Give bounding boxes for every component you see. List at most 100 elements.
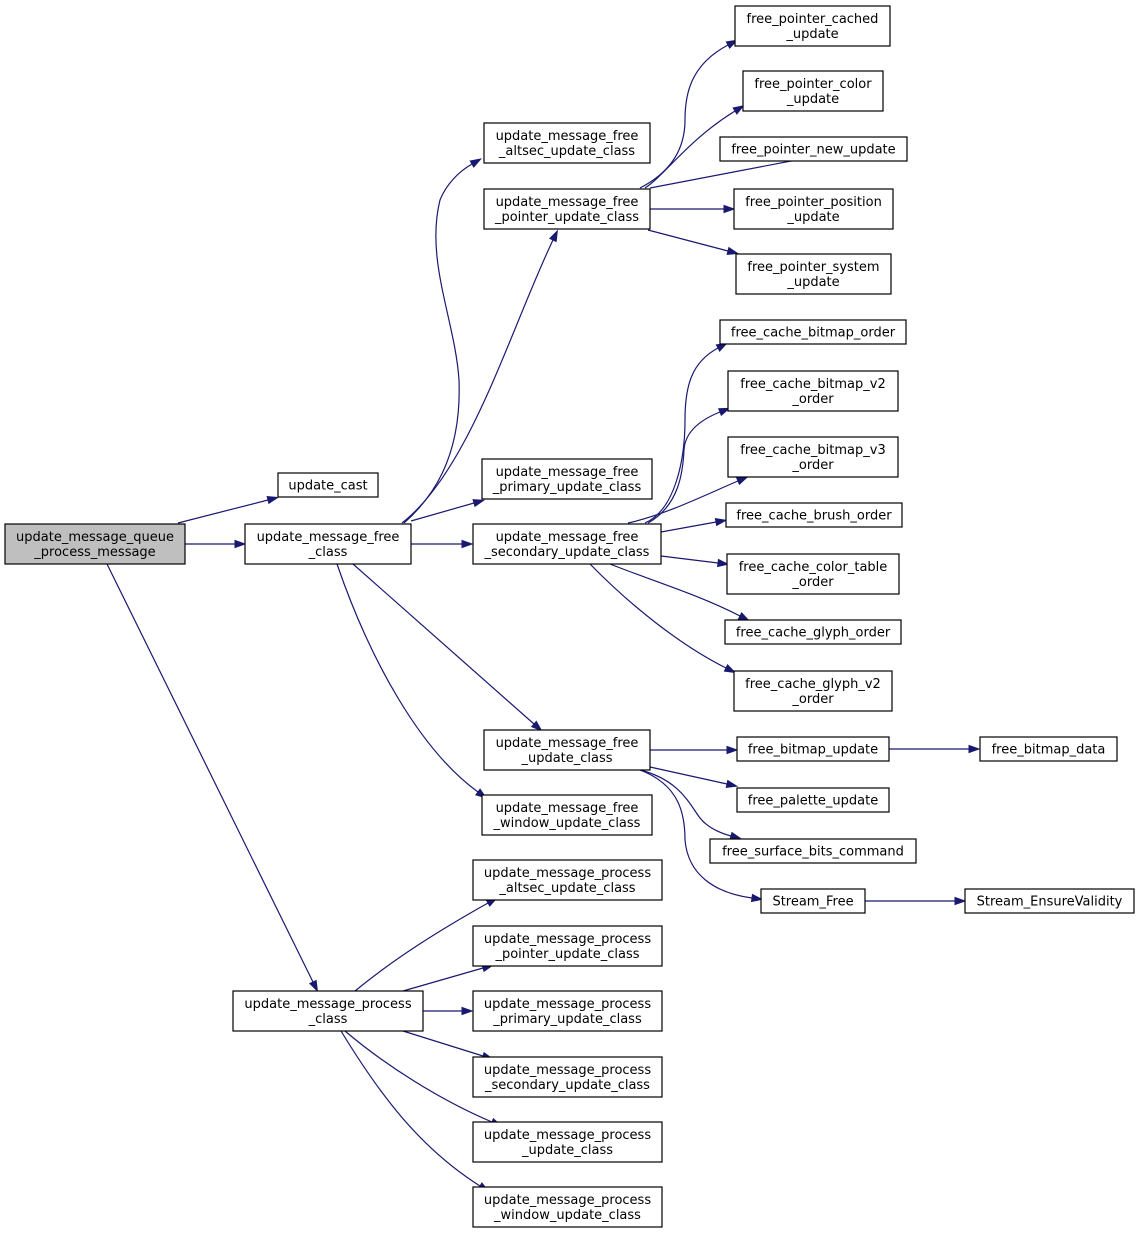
edge-line xyxy=(401,239,554,524)
edge-arrowhead xyxy=(461,1006,474,1016)
edge-arrowhead xyxy=(729,831,743,840)
edge-free_pointer-to-fp_system xyxy=(647,229,740,255)
edge-line xyxy=(403,163,473,524)
edge-arrowhead xyxy=(309,979,319,993)
node-stream-ensure[interactable]: Stream_EnsureValidity xyxy=(964,888,1135,914)
edge-free_class-to-free_pointer xyxy=(401,229,558,524)
node-label-line: _update_class xyxy=(521,1143,613,1158)
edge-arrowhead xyxy=(726,246,740,255)
node-proc-pointer[interactable]: update_message_process_pointer_update_cl… xyxy=(472,925,663,967)
node-free-bitmap-update[interactable]: free_bitmap_update xyxy=(736,736,890,762)
edge-process_class-to-proc_secondary xyxy=(402,1030,494,1060)
edge-line xyxy=(609,563,741,617)
node-root[interactable]: update_message_queue_process_message xyxy=(4,523,186,565)
edge-free_secondary-to-fc_color_table xyxy=(660,555,730,568)
node-box xyxy=(483,188,651,230)
node-free-primary[interactable]: update_message_free_primary_update_class xyxy=(481,458,653,500)
node-label-line: update_message_process xyxy=(484,1063,651,1078)
edge-arrowhead xyxy=(725,39,739,49)
node-box xyxy=(481,794,653,836)
node-label-line: update_message_process xyxy=(484,866,651,881)
node-fp-system[interactable]: free_pointer_system_update xyxy=(735,253,892,295)
node-fc-bitmap-v2[interactable]: free_cache_bitmap_v2_order xyxy=(727,370,899,412)
node-label-line: free_pointer_color xyxy=(754,77,872,92)
node-box xyxy=(724,619,902,645)
edge-root-to-free_class xyxy=(185,539,247,549)
node-box xyxy=(472,523,662,565)
edge-free_class-to-free_primary xyxy=(410,499,486,522)
edge-line xyxy=(644,347,719,524)
node-label-line: update_message_free xyxy=(496,801,639,816)
node-free-pointer[interactable]: update_message_free_pointer_update_class xyxy=(483,188,651,230)
edge-free_class-to-free_update xyxy=(352,563,543,732)
edge-free_pointer-to-fp_position xyxy=(650,204,736,214)
node-fp-color[interactable]: free_pointer_color_update xyxy=(742,70,884,112)
node-label-line: update_message_process xyxy=(244,997,411,1012)
node-stream-free[interactable]: Stream_Free xyxy=(760,888,866,914)
edge-free_class-to-free_window xyxy=(336,563,488,799)
node-fp-position[interactable]: free_pointer_position_update xyxy=(733,188,894,230)
node-fc-glyph[interactable]: free_cache_glyph_order xyxy=(724,619,902,645)
edge-arrowhead xyxy=(723,664,737,674)
node-proc-window[interactable]: update_message_process_window_update_cla… xyxy=(472,1186,663,1228)
edge-line xyxy=(402,967,484,992)
node-box xyxy=(472,1186,663,1228)
node-label-line: update_message_free xyxy=(496,129,639,144)
node-label-line: free_pointer_position xyxy=(745,195,882,210)
node-free-surface-bits[interactable]: free_surface_bits_command xyxy=(709,838,917,864)
edges-layer xyxy=(106,39,981,1193)
edge-root-to-update_cast xyxy=(177,496,280,524)
node-label-line: update_message_process xyxy=(484,1128,651,1143)
node-label-line: Stream_EnsureValidity xyxy=(977,895,1123,910)
node-label-line: free_cache_bitmap_v2 xyxy=(740,377,885,392)
node-label-line: update_message_free xyxy=(496,736,639,751)
node-label-line: _pointer_update_class xyxy=(494,947,639,962)
node-fc-color-table[interactable]: free_cache_color_table_order xyxy=(726,553,900,595)
node-free-palette-update[interactable]: free_palette_update xyxy=(736,787,890,813)
node-fc-bitmap[interactable]: free_cache_bitmap_order xyxy=(719,319,907,345)
node-label-line: free_bitmap_data xyxy=(992,743,1106,758)
edge-process_class-to-proc_primary xyxy=(423,1006,474,1016)
node-box xyxy=(472,990,663,1032)
node-free-bitmap-data[interactable]: free_bitmap_data xyxy=(979,736,1118,762)
edge-arrowhead xyxy=(234,539,247,549)
node-label-line: _pointer_update_class xyxy=(494,210,639,225)
node-box xyxy=(719,136,908,162)
edge-line xyxy=(627,480,739,524)
node-fp-new[interactable]: free_pointer_new_update xyxy=(719,136,908,162)
node-proc-secondary[interactable]: update_message_process_secondary_update_… xyxy=(472,1056,663,1098)
node-free-secondary[interactable]: update_message_free_secondary_update_cla… xyxy=(472,523,662,565)
node-fc-brush[interactable]: free_cache_brush_order xyxy=(725,502,903,528)
node-box xyxy=(733,188,894,230)
node-process-class[interactable]: update_message_process_class xyxy=(232,990,424,1032)
edge-line xyxy=(639,44,729,189)
node-free-window[interactable]: update_message_free_window_update_class xyxy=(481,794,653,836)
edge-line xyxy=(106,563,314,983)
edge-line xyxy=(340,1030,481,1187)
node-free-class[interactable]: update_message_free_class xyxy=(244,523,412,565)
edge-root-to-process_class xyxy=(106,563,319,993)
edge-free_pointer-to-fp_color xyxy=(644,104,745,189)
node-proc-primary[interactable]: update_message_process_primary_update_cl… xyxy=(472,990,663,1032)
edge-line xyxy=(177,499,269,524)
node-update-cast[interactable]: update_cast xyxy=(277,472,379,498)
node-proc-update[interactable]: update_message_process_update_class xyxy=(472,1121,663,1163)
node-label-line: _primary_update_class xyxy=(492,480,642,495)
node-box xyxy=(735,253,892,295)
node-fc-bitmap-v3[interactable]: free_cache_bitmap_v3_order xyxy=(727,436,899,478)
node-fc-glyph-v2[interactable]: free_cache_glyph_v2_order xyxy=(733,670,893,712)
edge-arrowhead xyxy=(735,476,749,486)
node-label-line: free_cache_brush_order xyxy=(736,509,892,524)
edge-arrowhead xyxy=(750,893,764,903)
edge-free_pointer-to-fp_cached xyxy=(639,39,739,189)
node-free-update[interactable]: update_message_free_update_class xyxy=(483,729,651,771)
node-label-line: update_message_free xyxy=(257,530,400,545)
node-label-line: _window_update_class xyxy=(493,816,641,831)
node-label-line: update_message_process xyxy=(484,1193,651,1208)
node-box xyxy=(742,70,884,112)
node-fp-cached[interactable]: free_pointer_cached_update xyxy=(734,5,891,47)
edge-free_update-to-free_surface_bits xyxy=(639,769,743,840)
node-proc-altsec[interactable]: update_message_process_altsec_update_cla… xyxy=(472,859,663,901)
node-free-altsec[interactable]: update_message_free_altsec_update_class xyxy=(483,122,651,164)
node-box xyxy=(483,122,651,164)
